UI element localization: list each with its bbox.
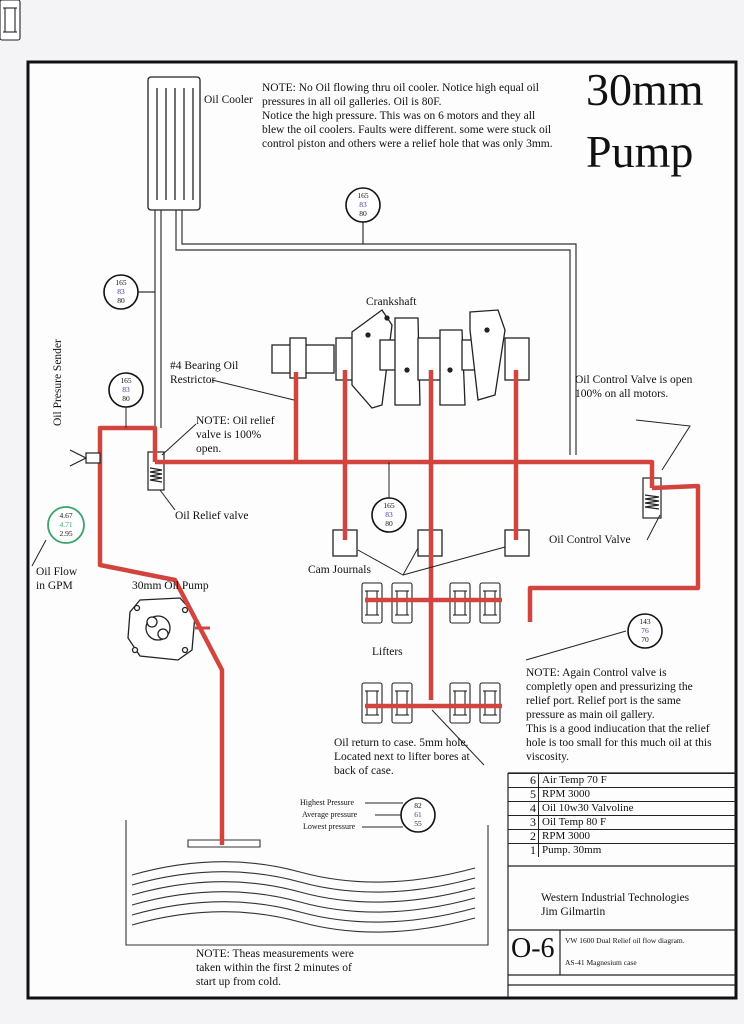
row-number: 6 (530, 773, 536, 787)
gauge-legend-value-1: 82 (414, 801, 422, 810)
drawing-desc-2: AS-41 Magnesium case (565, 958, 637, 967)
pump-label: 30mm Oil Pump (132, 580, 209, 592)
oil-return-1: Oil return to case. 5mm hole. (334, 737, 469, 749)
control-gauge (627, 613, 663, 649)
cam-journals-label: Cam Journals (308, 564, 371, 576)
sender-fitting (69, 449, 101, 467)
oil-cooler (147, 76, 201, 211)
control-open-1: Oil Control Valve is open (575, 374, 693, 386)
gauge-center-value-1: 165 (383, 501, 395, 510)
gauge-top-value-2: 83 (359, 200, 367, 209)
gauge-control-value-3: 70 (641, 635, 649, 644)
oil-flow-label-1: Oil Flow (36, 566, 78, 578)
title-block-row: 2 RPM 3000 (508, 829, 736, 843)
row-value: Oil 10w30 Valvoline (542, 802, 634, 814)
gauge-sender-value-2: 83 (122, 385, 130, 394)
oil-pump (127, 597, 196, 661)
note-top-5: control piston and others were a relief … (262, 138, 553, 150)
crankshaft (271, 309, 530, 409)
note-control-2: completly open and pressurizing the (526, 681, 693, 693)
gauge-center-value-3: 80 (385, 519, 393, 528)
note-relief-1: NOTE: Oil relief (196, 415, 275, 427)
row-number: 2 (530, 829, 536, 843)
note-bottom-2: taken within the first 2 minutes of (196, 962, 352, 974)
legend-lowest: Lowest pressure (303, 822, 356, 831)
leader-lines (31, 379, 691, 828)
oil-return-3: back of case. (334, 765, 394, 777)
gauge-cooler-value-1: 165 (115, 278, 127, 287)
row-value: Air Temp 70 F (542, 774, 607, 786)
gauge-cooler-value-3: 80 (117, 296, 125, 305)
title-block-row: 1 Pump. 30mm (508, 843, 736, 857)
note-control-1: NOTE: Again Control valve is (526, 667, 667, 679)
cam-journals (332, 529, 530, 557)
row-value: Oil Temp 80 F (542, 816, 607, 828)
note-control-3: relief port. Relief port is the same (526, 695, 681, 707)
gauge-cooler-value-2: 83 (117, 287, 125, 296)
gauge-top-value-1: 165 (357, 191, 369, 200)
note-top-4: blew the oil coolers. Faults were differ… (262, 124, 552, 136)
row-number: 1 (530, 843, 536, 857)
legend-highest: Highest Pressure (300, 798, 354, 807)
note-top-1: NOTE: No Oil flowing thru oil cooler. No… (262, 82, 539, 94)
company-name: Western Industrial Technologies (541, 892, 690, 904)
note-top-3: Notice the high pressure. This was on 6 … (262, 110, 536, 122)
restrictor-label-2: Restrictor (170, 374, 216, 386)
row-value: Pump. 30mm (542, 844, 602, 856)
drawing-number: O-6 (511, 933, 555, 964)
cooler-lines (138, 210, 577, 455)
top-gauge (345, 187, 381, 223)
gauge-legend-value-2: 61 (414, 810, 422, 819)
gauge-sender-value-1: 165 (120, 376, 132, 385)
note-top-2: pressures in all oil galleries. Oil is 8… (262, 96, 442, 108)
note-bottom-1: NOTE: Theas measurements were (196, 948, 354, 960)
gauge-center-value-2: 83 (385, 510, 393, 519)
title-block-row: 6 Air Temp 70 F (508, 773, 736, 787)
drawing-desc-1: VW 1600 Dual Relief oil flow diagram. (565, 936, 685, 945)
author-name: Jim Gilmartin (541, 906, 606, 918)
oil-passages (97, 370, 701, 845)
title-block-row: 3 Oil Temp 80 F (508, 815, 736, 829)
lifters-label: Lifters (372, 646, 403, 658)
gauge-legend-value-3: 55 (414, 819, 422, 828)
control-open-2: 100% on all motors. (575, 388, 669, 400)
restrictor-label-1: #4 Bearing Oil (170, 360, 239, 372)
note-control-7: viscosity. (526, 751, 570, 763)
row-number: 4 (530, 801, 536, 815)
title-block-row: 5 RPM 3000 (508, 787, 736, 801)
note-relief-3: open. (196, 443, 222, 455)
note-control-6: hole is too small for this much oil at t… (526, 737, 712, 749)
flow-gauge (47, 506, 85, 544)
oil-sump (125, 820, 489, 946)
note-control-5: This is a good indiucation that the reli… (526, 723, 710, 735)
title-line2: Pump (586, 126, 694, 177)
relief-valve-label: Oil Relief valve (175, 510, 249, 522)
gauge-control-value-2: 76 (641, 626, 649, 635)
gauge-top-value-3: 80 (359, 209, 367, 218)
oil-sender-label: Oil Presure Sender (52, 339, 64, 426)
note-relief-2: valve is 100% (196, 429, 262, 441)
oil-return-2: Located next to lifter bores at (334, 751, 470, 763)
legend-average: Average pressure (302, 810, 358, 819)
row-value: RPM 3000 (542, 830, 590, 842)
control-valve-label: Oil Control Valve (549, 534, 631, 546)
gauge-flow-value-1: 4.67 (59, 511, 73, 520)
gauge-control-value-1: 143 (639, 617, 651, 626)
gauge-sender-value-3: 80 (122, 394, 130, 403)
oil-cooler-label: Oil Cooler (204, 94, 253, 106)
gauge-flow-value-3: 2.95 (59, 529, 73, 538)
cooler-gauge (103, 274, 139, 310)
row-number: 3 (530, 815, 536, 829)
row-number: 5 (530, 787, 536, 801)
row-value: RPM 3000 (542, 788, 590, 800)
oil-flow-label-2: in GPM (36, 580, 73, 592)
lifters (0, 0, 501, 724)
note-bottom-3: start up from cold. (196, 976, 281, 988)
title-line1: 30mm (586, 64, 704, 115)
gauge-flow-value-2: 4.71 (59, 520, 73, 529)
title-block-row: 4 Oil 10w30 Valvoline (508, 801, 736, 815)
crankshaft-label: Crankshaft (366, 296, 417, 308)
note-control-4: pressure as main oil gallery. (526, 709, 655, 721)
